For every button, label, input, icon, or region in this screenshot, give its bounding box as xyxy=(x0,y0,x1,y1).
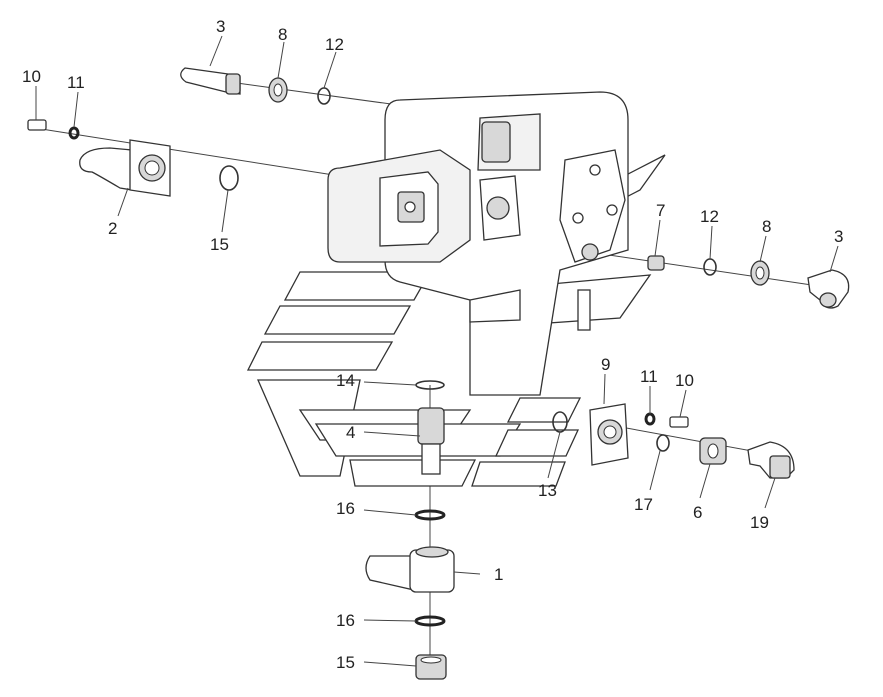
part-15-upper-oring xyxy=(219,165,239,191)
callout-7: 7 xyxy=(656,201,665,220)
callout-3-upper: 3 xyxy=(216,17,225,36)
part-8-right-nut xyxy=(750,260,770,286)
part-12-upper-oring xyxy=(317,87,331,105)
part-9-flange xyxy=(589,403,629,466)
callout-14: 14 xyxy=(336,371,355,390)
part-3-upper-hose xyxy=(180,67,241,95)
callout-4: 4 xyxy=(346,423,355,442)
part-1-banjo-fitting xyxy=(365,546,455,593)
callout-3-right: 3 xyxy=(834,227,843,246)
part-7-fitting xyxy=(647,255,665,271)
part-19-elbow xyxy=(747,441,795,479)
callout-labels: 3 8 12 10 11 2 15 7 12 8 3 14 4 16 1 16 … xyxy=(22,17,843,672)
callout-19: 19 xyxy=(750,513,769,532)
callout-13: 13 xyxy=(538,481,557,500)
part-6-nipple xyxy=(699,437,727,465)
part-12-right-oring xyxy=(703,258,717,276)
part-3-right-hose xyxy=(807,269,850,309)
part-11-lower-washer xyxy=(644,412,656,426)
part-15-lower-nut xyxy=(415,654,447,680)
callout-8-right: 8 xyxy=(762,217,771,236)
part-17-oring xyxy=(656,434,670,452)
part-11-upper-washer xyxy=(68,126,80,140)
part-10-upper-bolt xyxy=(27,119,47,131)
callout-17: 17 xyxy=(634,495,653,514)
callout-12-upper: 12 xyxy=(325,35,344,54)
part-2-flange-elbow xyxy=(79,139,171,197)
callout-2: 2 xyxy=(108,219,117,238)
main-housing xyxy=(327,91,629,396)
leader-lines xyxy=(35,35,839,667)
callout-16-lower: 16 xyxy=(336,611,355,630)
callout-10-lower: 10 xyxy=(675,371,694,390)
callout-6: 6 xyxy=(693,503,702,522)
callout-15-upper: 15 xyxy=(210,235,229,254)
part-8-upper-nut xyxy=(268,77,288,103)
part-4-adapter xyxy=(417,407,445,475)
callout-11-lower: 11 xyxy=(640,367,658,386)
callout-16-upper: 16 xyxy=(336,499,355,518)
callout-11-upper: 11 xyxy=(67,73,85,92)
callout-15-lower: 15 xyxy=(336,653,355,672)
callout-1: 1 xyxy=(494,565,503,584)
callout-12-right: 12 xyxy=(700,207,719,226)
part-10-lower-bolt xyxy=(669,416,689,428)
callout-10-upper: 10 xyxy=(22,67,41,86)
callout-8-upper: 8 xyxy=(278,25,287,44)
callout-9: 9 xyxy=(601,355,610,374)
